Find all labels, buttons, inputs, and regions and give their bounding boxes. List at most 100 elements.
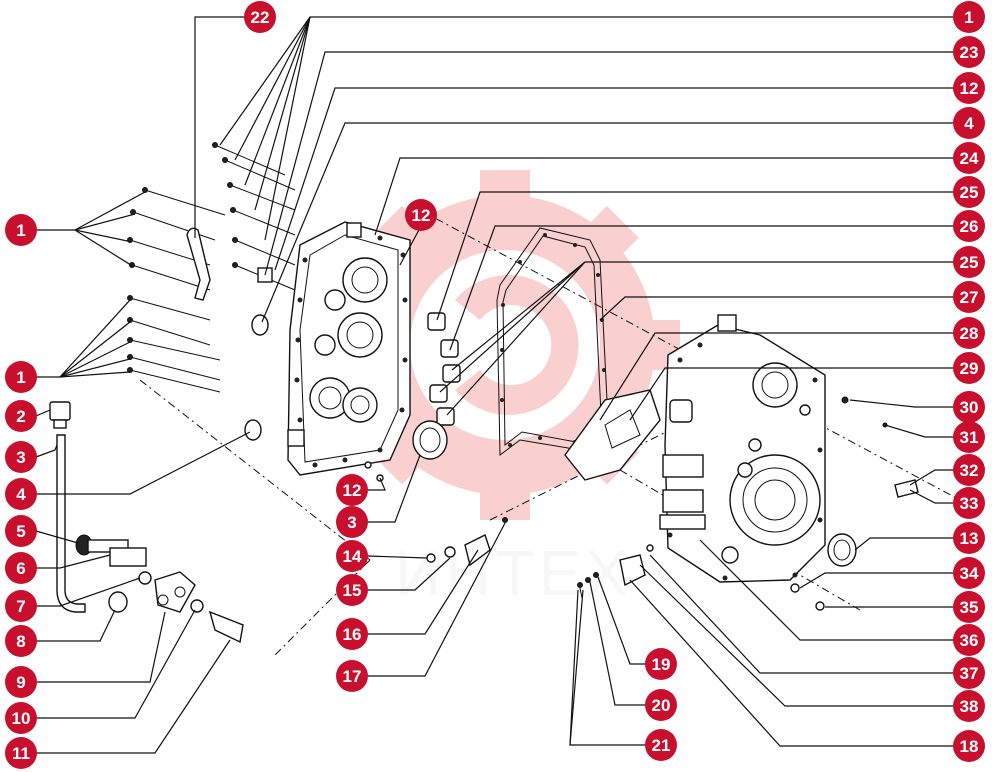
svg-text:27: 27 bbox=[960, 288, 979, 307]
callout-25-a: 25 bbox=[953, 176, 985, 208]
svg-text:12: 12 bbox=[960, 79, 979, 98]
svg-text:6: 6 bbox=[16, 559, 25, 578]
lever-22 bbox=[186, 227, 273, 301]
callout-1-left-a: 1 bbox=[5, 214, 37, 246]
svg-text:7: 7 bbox=[16, 597, 25, 616]
callout-22: 22 bbox=[244, 1, 276, 33]
callout-10: 10 bbox=[5, 702, 37, 734]
callout-35: 35 bbox=[953, 591, 985, 623]
svg-text:24: 24 bbox=[960, 149, 979, 168]
svg-text:18: 18 bbox=[960, 737, 979, 756]
callout-16: 16 bbox=[336, 618, 368, 650]
svg-text:12: 12 bbox=[343, 481, 362, 500]
svg-text:14: 14 bbox=[343, 547, 362, 566]
rear-housing bbox=[659, 314, 826, 583]
svg-text:4: 4 bbox=[16, 485, 26, 504]
callout-34: 34 bbox=[953, 557, 985, 589]
svg-text:10: 10 bbox=[12, 709, 31, 728]
svg-text:16: 16 bbox=[343, 625, 362, 644]
callout-18: 18 bbox=[953, 730, 985, 762]
callouts: 1 23 12 4 24 25 26 25 27 28 29 30 31 32 … bbox=[5, 1, 985, 769]
svg-text:23: 23 bbox=[960, 43, 979, 62]
callout-19: 19 bbox=[645, 648, 677, 680]
callout-3-mid: 3 bbox=[336, 506, 368, 538]
callout-8: 8 bbox=[5, 625, 37, 657]
callout-30: 30 bbox=[953, 391, 985, 423]
svg-text:25: 25 bbox=[960, 183, 979, 202]
callout-7: 7 bbox=[5, 590, 37, 622]
svg-text:37: 37 bbox=[960, 664, 979, 683]
callout-1-left-b: 1 bbox=[5, 361, 37, 393]
callout-17: 17 bbox=[336, 660, 368, 692]
svg-text:11: 11 bbox=[12, 744, 30, 763]
svg-text:26: 26 bbox=[960, 217, 979, 236]
callout-5: 5 bbox=[5, 515, 37, 547]
seal-ring bbox=[412, 420, 448, 460]
callout-4-left: 4 bbox=[5, 478, 37, 510]
svg-text:33: 33 bbox=[960, 494, 979, 513]
svg-text:29: 29 bbox=[960, 359, 979, 378]
svg-text:12: 12 bbox=[412, 206, 431, 225]
dipstick-tube bbox=[56, 434, 86, 613]
svg-text:19: 19 bbox=[652, 655, 671, 674]
filter-assembly bbox=[75, 534, 244, 644]
breather-cap bbox=[49, 401, 71, 429]
callout-31: 31 bbox=[953, 421, 985, 453]
callout-26: 26 bbox=[953, 210, 985, 242]
callout-3-left: 3 bbox=[5, 441, 37, 473]
svg-text:34: 34 bbox=[960, 564, 979, 583]
callout-6: 6 bbox=[5, 552, 37, 584]
svg-text:8: 8 bbox=[16, 632, 25, 651]
callout-15: 15 bbox=[336, 574, 368, 606]
callout-13: 13 bbox=[953, 522, 985, 554]
callout-20: 20 bbox=[645, 689, 677, 721]
svg-text:32: 32 bbox=[960, 461, 979, 480]
svg-text:3: 3 bbox=[16, 448, 25, 467]
callout-9: 9 bbox=[5, 666, 37, 698]
svg-text:1: 1 bbox=[16, 368, 25, 387]
callout-27: 27 bbox=[953, 281, 985, 313]
svg-text:31: 31 bbox=[960, 428, 979, 447]
callout-4-top: 4 bbox=[953, 107, 985, 139]
svg-text:35: 35 bbox=[960, 598, 979, 617]
svg-text:1: 1 bbox=[964, 8, 973, 27]
callout-12-a: 12 bbox=[953, 72, 985, 104]
svg-text:38: 38 bbox=[960, 697, 979, 716]
svg-text:21: 21 bbox=[652, 736, 671, 755]
svg-text:36: 36 bbox=[960, 631, 979, 650]
callout-14: 14 bbox=[336, 540, 368, 572]
callout-36: 36 bbox=[953, 624, 985, 656]
callout-21: 21 bbox=[645, 729, 677, 761]
callout-38: 38 bbox=[953, 690, 985, 722]
callout-12-c: 12 bbox=[336, 474, 368, 506]
svg-text:2: 2 bbox=[16, 407, 25, 426]
callout-25-b: 25 bbox=[953, 246, 985, 278]
callout-23: 23 bbox=[953, 36, 985, 68]
shim-plate bbox=[564, 389, 693, 481]
front-housing bbox=[287, 221, 411, 476]
svg-text:9: 9 bbox=[16, 673, 25, 692]
svg-text:15: 15 bbox=[343, 581, 362, 600]
callout-28: 28 bbox=[953, 317, 985, 349]
oil-seal-4 bbox=[244, 314, 269, 441]
callout-33: 33 bbox=[953, 487, 985, 519]
leader-lines bbox=[35, 16, 969, 754]
svg-text:1: 1 bbox=[16, 221, 25, 240]
svg-text:13: 13 bbox=[960, 529, 979, 548]
svg-text:3: 3 bbox=[347, 513, 356, 532]
svg-text:4: 4 bbox=[964, 114, 974, 133]
bolts bbox=[127, 142, 296, 393]
svg-text:25: 25 bbox=[960, 253, 979, 272]
callout-1-top: 1 bbox=[953, 1, 985, 33]
callout-32: 32 bbox=[953, 454, 985, 486]
svg-text:22: 22 bbox=[251, 8, 270, 27]
callout-2: 2 bbox=[5, 400, 37, 432]
svg-text:5: 5 bbox=[16, 522, 25, 541]
callout-24: 24 bbox=[953, 142, 985, 174]
callout-11: 11 bbox=[5, 737, 37, 769]
svg-text:28: 28 bbox=[960, 324, 979, 343]
svg-text:17: 17 bbox=[343, 667, 362, 686]
svg-text:20: 20 bbox=[652, 696, 671, 715]
svg-text:30: 30 bbox=[960, 398, 979, 417]
